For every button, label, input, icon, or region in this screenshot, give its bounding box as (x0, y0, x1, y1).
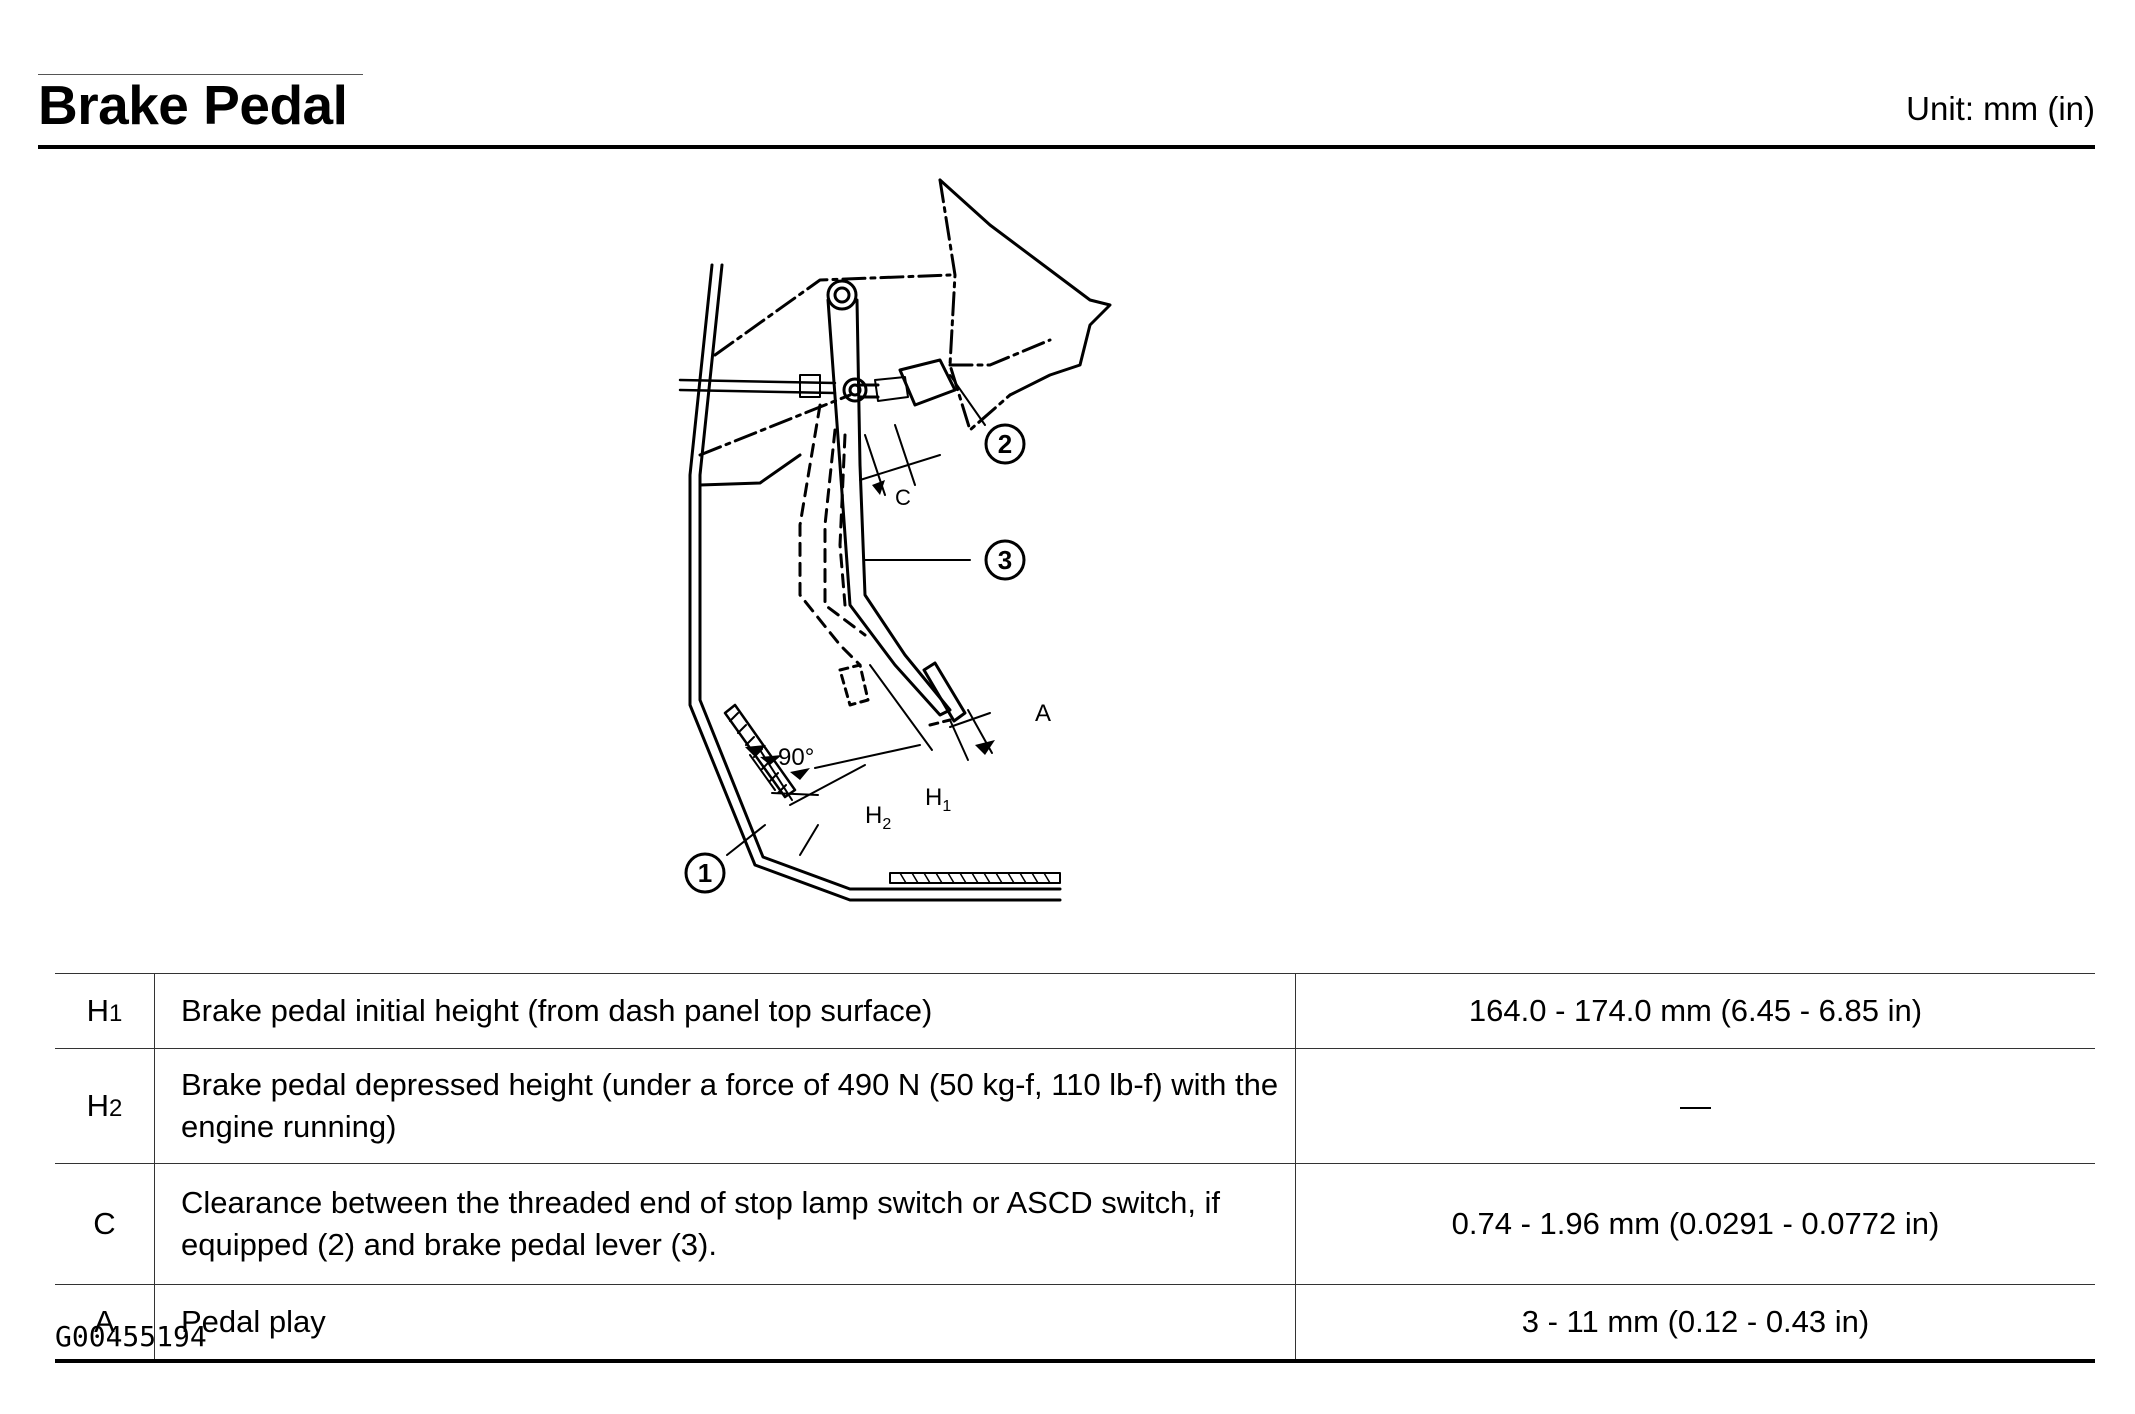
figure-code: G00455194 (55, 1320, 207, 1353)
dash-panel (688, 263, 1062, 902)
description-cell: Brake pedal depressed height (under a fo… (154, 1048, 1296, 1164)
pedal-play-label: A (1035, 700, 1051, 727)
angle-label: 90° (778, 744, 814, 771)
callout-1: 1 (698, 858, 712, 888)
symbol-cell: H2 (55, 1048, 155, 1164)
table-row: A Pedal play 3 - 11 mm (0.12 - 0.43 in) (55, 1284, 2095, 1363)
h1-label: H1 (925, 784, 951, 815)
brake-pedal-diagram: 1 2 3 90° C A H1 H2 (650, 165, 1210, 915)
description-cell: Pedal play (154, 1284, 1296, 1363)
table-row: H2 Brake pedal depressed height (under a… (55, 1048, 2095, 1164)
pushrod (678, 378, 837, 395)
callout-3: 3 (998, 545, 1012, 575)
callout-circle-3 (984, 539, 1026, 581)
clearance-label: C (895, 485, 911, 510)
top-rule (38, 74, 363, 75)
depressed-pedal-outline (798, 403, 867, 667)
symbol-cell: H1 (55, 973, 155, 1049)
value-cell: 0.74 - 1.96 mm (0.0291 - 0.0772 in) (1295, 1163, 2095, 1285)
page-title: Brake Pedal (38, 74, 348, 136)
callout-circle-1 (684, 852, 726, 894)
spec-table: H1 Brake pedal initial height (from dash… (55, 973, 2095, 1363)
value-cell: 164.0 - 174.0 mm (6.45 - 6.85 in) (1295, 973, 2095, 1049)
pedal-arm (826, 298, 952, 717)
stop-lamp-switch (898, 358, 957, 407)
table-row: C Clearance between the threaded end of … (55, 1163, 2095, 1285)
value-cell: 3 - 11 mm (0.12 - 0.43 in) (1295, 1284, 2095, 1363)
pedal-pad (922, 661, 967, 723)
callout-circle-2 (984, 423, 1026, 465)
unit-label: Unit: mm (in) (1906, 90, 2095, 127)
callout-2: 2 (998, 429, 1012, 459)
table-row: H1 Brake pedal initial height (from dash… (55, 973, 2095, 1049)
dash-surface (723, 703, 797, 799)
description-cell: Brake pedal initial height (from dash pa… (154, 973, 1296, 1049)
header-rule (38, 145, 2095, 149)
symbol-cell: C (55, 1163, 155, 1285)
value-cell: — (1295, 1048, 2095, 1164)
symbol-cell: A (55, 1284, 155, 1363)
h2-label: H2 (865, 802, 891, 833)
description-cell: Clearance between the threaded end of st… (154, 1163, 1296, 1285)
brake-pedal-illustration: 1 2 3 90° C A H1 H2 (678, 178, 1112, 902)
